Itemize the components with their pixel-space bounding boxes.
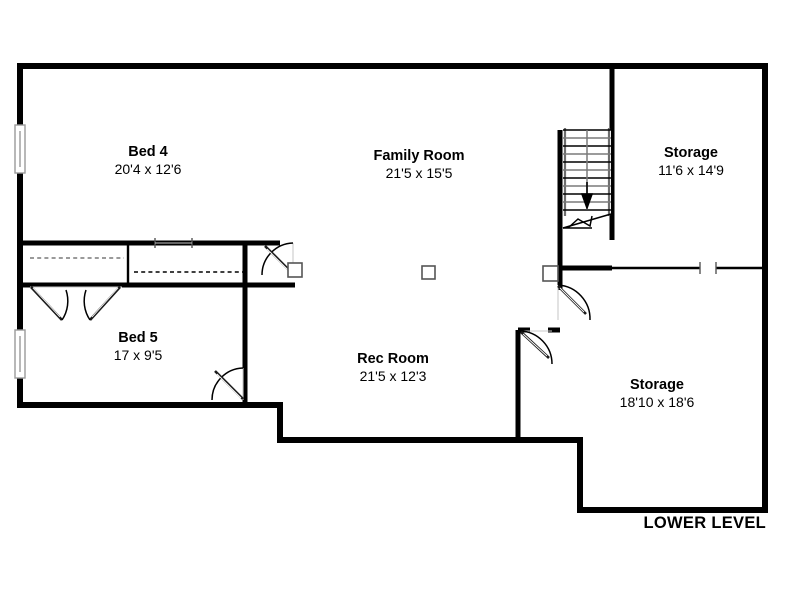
room-label-bed5: Bed 5 17 x 9'5: [114, 330, 163, 363]
windows: [14, 124, 26, 379]
closet-shelving: [30, 238, 243, 273]
room-dims-bed4: 20'4 x 12'6: [115, 161, 182, 177]
room-label-storage-upper: Storage 11'6 x 14'9: [658, 145, 724, 178]
room-dims-storage-lower: 18'10 x 18'6: [620, 394, 695, 410]
staircase-down: [562, 128, 612, 229]
exterior-walls: [17, 63, 768, 513]
room-dims-bed5: 17 x 9'5: [114, 347, 163, 363]
room-dims-rec-room: 21'5 x 12'3: [360, 368, 427, 384]
window-bed4: [14, 124, 26, 174]
room-dims-storage-upper: 11'6 x 14'9: [658, 162, 724, 178]
door-storage-lower: [519, 330, 553, 365]
door-storage-upper: [557, 284, 591, 321]
stair-winder-lines: [567, 215, 593, 229]
room-label-bed4: Bed 4 20'4 x 12'6: [115, 144, 182, 177]
room-name-storage-lower: Storage: [630, 377, 684, 393]
room-name-bed4: Bed 4: [128, 144, 168, 160]
door-closet-left: [30, 286, 122, 321]
column-rec-room: [542, 265, 559, 282]
columns: [421, 265, 559, 282]
room-name-family-room: Family Room: [373, 148, 464, 164]
room-name-storage-upper: Storage: [664, 145, 718, 161]
door-bed5: [211, 367, 244, 401]
doors: [30, 242, 591, 401]
room-name-rec-room: Rec Room: [357, 351, 429, 367]
stair-direction-arrow: [580, 182, 594, 211]
door-bed4-jamb: [287, 262, 303, 278]
interior-walls: [20, 66, 765, 440]
room-name-bed5: Bed 5: [118, 330, 158, 346]
room-labels: Bed 4 20'4 x 12'6 Bed 5 17 x 9'5 Family …: [114, 144, 724, 410]
column-family-room: [421, 265, 436, 280]
level-caption: LOWER LEVEL: [644, 514, 766, 532]
room-dims-family-room: 21'5 x 15'5: [386, 165, 453, 181]
door-bed4: [261, 242, 303, 278]
window-bed5: [14, 329, 26, 379]
room-label-family-room: Family Room 21'5 x 15'5: [373, 148, 464, 181]
room-label-rec-room: Rec Room 21'5 x 12'3: [357, 351, 429, 384]
room-label-storage-lower: Storage 18'10 x 18'6: [620, 377, 695, 410]
